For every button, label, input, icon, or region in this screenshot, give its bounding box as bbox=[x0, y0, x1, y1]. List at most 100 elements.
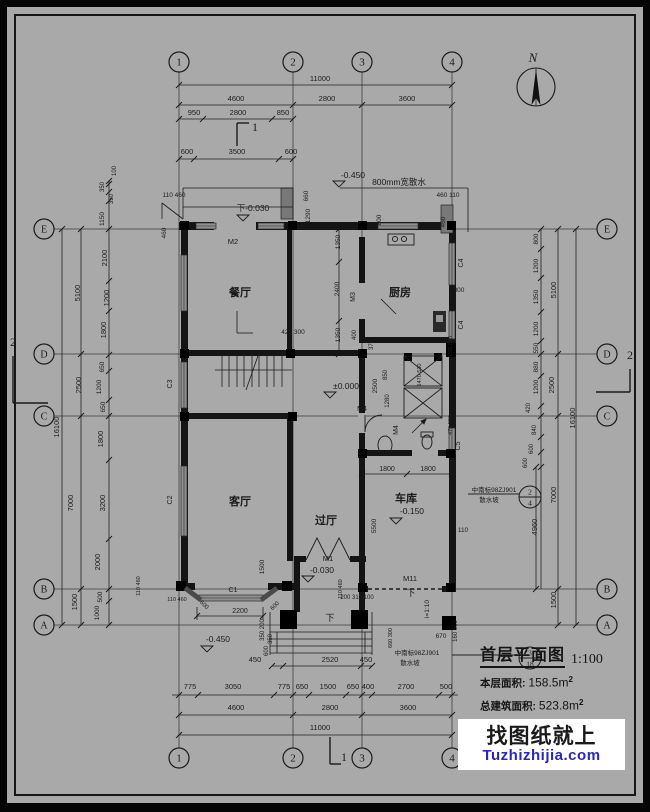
dim-text: 850 bbox=[277, 108, 290, 117]
level-text: ±0.000 bbox=[333, 381, 359, 391]
dim-tick bbox=[368, 691, 376, 699]
dim-text: 600 bbox=[181, 147, 194, 156]
dim-tick bbox=[554, 350, 562, 358]
wall bbox=[268, 583, 294, 590]
dim-text: 650 bbox=[100, 401, 107, 412]
room-label: 客厅 bbox=[228, 494, 251, 508]
grid-bubble-label-3: 3 bbox=[359, 57, 365, 69]
dim-tick bbox=[537, 372, 545, 380]
grid-bubble-A bbox=[596, 614, 618, 636]
grid-bubble-label-2: 2 bbox=[290, 57, 296, 69]
section-marker-label: 2 bbox=[10, 335, 16, 349]
drawing-scale: 1:100 bbox=[571, 652, 603, 667]
north-arrow-needle bbox=[531, 69, 541, 105]
detail-bubble-bottom: 4 bbox=[528, 499, 532, 508]
annotation: C4 bbox=[458, 258, 465, 267]
dim-text: 1350 bbox=[335, 234, 342, 249]
dim-tick bbox=[105, 367, 113, 375]
dim-text: 2100 bbox=[100, 250, 109, 267]
dim-text: 600 bbox=[285, 147, 298, 156]
dim-tick bbox=[448, 691, 456, 699]
dim-text: 11000 bbox=[310, 723, 330, 732]
dim-text: 400 bbox=[362, 682, 375, 691]
plan-line bbox=[403, 387, 443, 419]
wall bbox=[359, 450, 455, 456]
wall bbox=[449, 222, 456, 592]
dim-text: 460 bbox=[161, 227, 168, 238]
dim-tick bbox=[537, 245, 545, 253]
dim-tick bbox=[175, 115, 183, 123]
dim-tick bbox=[275, 155, 283, 163]
dim-tick bbox=[105, 412, 113, 420]
grid-bubble-E bbox=[596, 218, 618, 240]
dim-tick bbox=[537, 402, 545, 410]
dim-text: 1500 bbox=[549, 592, 558, 609]
bay-window-segment bbox=[259, 586, 279, 602]
dim-text: 1500 bbox=[320, 682, 337, 691]
dim-tick bbox=[105, 277, 113, 285]
column bbox=[446, 343, 456, 357]
door-swing bbox=[364, 414, 383, 433]
dim-text: 200 310 100 bbox=[340, 595, 374, 601]
dim-text: 1500 bbox=[70, 594, 79, 611]
column bbox=[288, 221, 297, 230]
grid-bubble-A bbox=[33, 614, 55, 636]
dim-tick bbox=[554, 621, 562, 629]
dim-tick bbox=[554, 225, 562, 233]
grid-bubble-label-E: E bbox=[604, 225, 610, 236]
grid-bubble-B bbox=[596, 578, 618, 600]
pier bbox=[280, 187, 294, 220]
door-opening bbox=[214, 221, 256, 231]
watermark-domain: Tuzhizhijia.com bbox=[482, 746, 601, 764]
dim-tick bbox=[105, 585, 113, 593]
dim-tick bbox=[199, 115, 207, 123]
dim-text: 4600 bbox=[228, 94, 245, 103]
fixture bbox=[436, 315, 443, 322]
dim-text: 800 bbox=[454, 287, 465, 294]
dim-tick bbox=[105, 535, 113, 543]
dim-tick bbox=[268, 115, 276, 123]
room-label: 车库 bbox=[395, 491, 417, 505]
dim-text: 350 bbox=[100, 181, 106, 192]
level-triangle bbox=[300, 575, 316, 583]
grid-bubble-label-B: B bbox=[604, 585, 611, 596]
dim-text: 800 bbox=[533, 233, 540, 244]
dim-text: 650 bbox=[296, 682, 309, 691]
grid-bubble-D bbox=[33, 343, 55, 365]
dim-tick bbox=[105, 597, 113, 605]
grid-bubble-3 bbox=[351, 747, 373, 769]
detail-bubble-top: 2 bbox=[528, 488, 532, 497]
grid-bubble-3 bbox=[351, 51, 373, 73]
grid-bubble-label-D: D bbox=[40, 350, 47, 361]
dim-tick bbox=[448, 81, 456, 89]
dim-text: 450 bbox=[249, 655, 262, 664]
dim-text: 2400 bbox=[334, 281, 341, 296]
column bbox=[447, 221, 456, 230]
wall bbox=[359, 337, 455, 343]
dim-tick bbox=[58, 621, 66, 629]
column bbox=[176, 581, 186, 591]
dim-text: 4960 bbox=[530, 519, 539, 536]
dim-text: 160 510 bbox=[453, 620, 459, 642]
annotation: 下 bbox=[325, 613, 334, 623]
drawing-sheet bbox=[7, 7, 643, 803]
annotation: C2 bbox=[167, 495, 174, 504]
title-block: 首层平面图 1:100 本层面积: 158.5m2 总建筑面积: 523.8m2 bbox=[480, 641, 630, 713]
level-text: -0.450 bbox=[206, 634, 230, 644]
dim-text: 1000 bbox=[94, 605, 101, 620]
dim-text: 2700 bbox=[398, 682, 415, 691]
dim-tick bbox=[105, 621, 113, 629]
grid-bubble-label-1: 1 bbox=[176, 57, 182, 69]
dim-tick bbox=[190, 155, 198, 163]
plan-line bbox=[403, 355, 443, 387]
dim-text: 16100 bbox=[568, 408, 577, 429]
grid-bubble-1 bbox=[168, 51, 190, 73]
dim-tick bbox=[435, 691, 443, 699]
grid-bubble-C bbox=[33, 405, 55, 427]
dim-text: 1470 530 bbox=[417, 364, 423, 387]
annotation: 下 bbox=[406, 588, 415, 598]
dim-tick bbox=[537, 412, 545, 420]
dim-text: 450 bbox=[360, 655, 373, 664]
grid-bubble-label-D: D bbox=[603, 350, 610, 361]
dim-text: 350 200 bbox=[260, 619, 266, 641]
